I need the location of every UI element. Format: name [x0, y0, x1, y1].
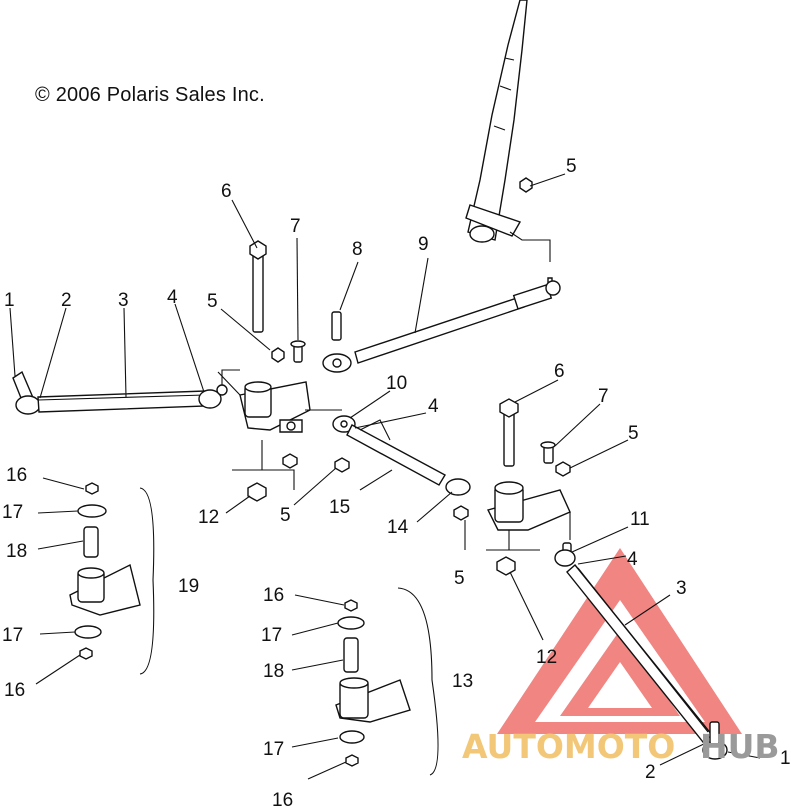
callout-12: 12 [536, 647, 557, 668]
callout-6: 6 [221, 181, 232, 202]
steering-column [465, 0, 551, 262]
center-link-15 [332, 415, 471, 521]
callout-7: 7 [598, 386, 609, 407]
callout-6: 6 [554, 361, 565, 382]
right-tie-rod [554, 542, 728, 760]
callout-14: 14 [387, 517, 409, 538]
callout-15: 15 [329, 497, 350, 518]
callout-4: 4 [627, 549, 638, 570]
watermark-word-2: HUB [700, 727, 780, 766]
callout-1: 1 [4, 290, 15, 311]
callout-5: 5 [454, 568, 465, 589]
callout-18: 18 [263, 661, 284, 682]
leader-lines [9, 173, 761, 780]
callout-19: 19 [178, 576, 199, 597]
callout-13: 13 [452, 671, 473, 692]
watermark-logo [497, 548, 742, 734]
callout-10: 10 [386, 373, 407, 394]
watermark-word-1: AUTOMOTO [462, 727, 675, 766]
right-idler-arm [464, 398, 571, 576]
callout-17: 17 [2, 502, 23, 523]
callout-3: 3 [676, 578, 687, 599]
callout-9: 9 [418, 234, 429, 255]
callout-5: 5 [628, 423, 639, 444]
left-idler-arm [217, 240, 350, 502]
callout-11: 11 [630, 509, 650, 530]
callout-8: 8 [352, 239, 363, 260]
callout-16: 16 [272, 790, 293, 808]
callout-2: 2 [645, 762, 656, 783]
watermark-text: AUTOMOTO HUB [462, 727, 780, 766]
callout-5: 5 [207, 291, 218, 312]
callout-2: 2 [61, 290, 72, 311]
right-bushing-stack [335, 587, 439, 776]
callout-17: 17 [261, 625, 282, 646]
callout-12: 12 [198, 507, 219, 528]
callout-16: 16 [6, 465, 27, 486]
callout-16: 16 [4, 680, 25, 701]
callout-4: 4 [167, 287, 178, 308]
callout-17: 17 [263, 739, 284, 760]
callout-3: 3 [118, 290, 129, 311]
drag-link-9 [322, 277, 561, 373]
callout-7: 7 [290, 216, 301, 237]
copyright-notice: © 2006 Polaris Sales Inc. [35, 84, 265, 106]
callout-18: 18 [6, 541, 27, 562]
callout-1: 1 [780, 748, 791, 769]
callout-5: 5 [280, 505, 291, 526]
left-tie-rod [12, 369, 240, 415]
callout-labels: 1 2 3 4 5 6 7 8 9 5 10 4 6 7 5 16 17 18 … [2, 156, 791, 808]
callout-4: 4 [428, 396, 439, 417]
callout-17: 17 [2, 625, 23, 646]
left-bushing-stack [69, 482, 155, 675]
callout-5: 5 [566, 156, 577, 177]
callout-16: 16 [263, 585, 284, 606]
